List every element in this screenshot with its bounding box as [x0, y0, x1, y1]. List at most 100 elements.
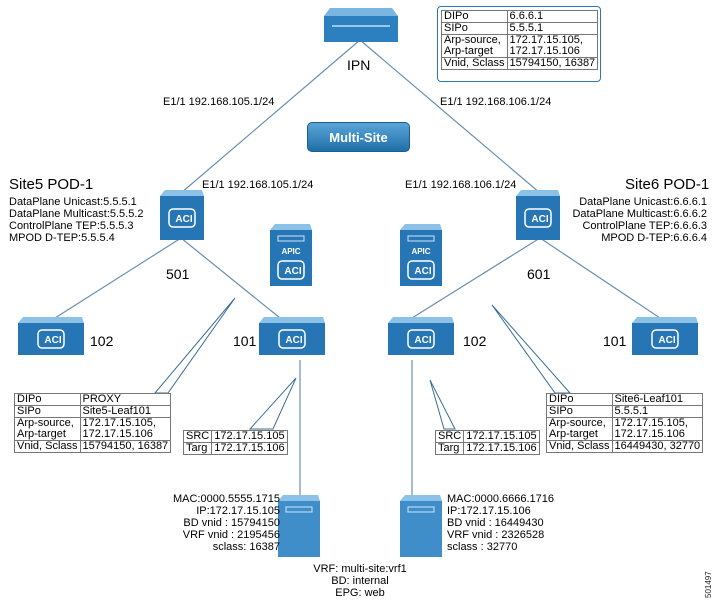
site6-line: DataPlane Multicast:6.6.6.2	[572, 208, 707, 220]
ipn-switch	[322, 6, 400, 44]
table-cell: Vnid, Sclass	[14, 440, 81, 453]
link-501-101	[180, 237, 281, 319]
link-ipn-spine601	[359, 39, 541, 194]
site5-line: ControlPlane TEP:5.5.5.3	[9, 220, 134, 232]
table-cell: Targ	[182, 442, 213, 455]
leaf-icon: ACI	[259, 317, 325, 355]
host6-line: MAC:0000.6666.1716	[447, 493, 555, 505]
host-site5-device	[278, 495, 320, 557]
table-cell: DIPo	[14, 393, 81, 406]
aci-label: ACI	[284, 266, 301, 277]
site6-info: DataPlane Unicast:6.6.6.1 DataPlane Mult…	[565, 196, 707, 244]
table-cell: 172.17.15.105, 172.17.15.106	[611, 417, 704, 441]
site5-line: DataPlane Multicast:5.5.5.2	[9, 208, 144, 220]
leaf-site6-102-device: ACI	[388, 317, 454, 355]
table-cell: 172.17.15.105, 172.17.15.106	[79, 417, 172, 441]
apic-label: APIC	[411, 247, 430, 256]
ipn-label: IPN	[347, 57, 371, 73]
aci-label: ACI	[658, 335, 675, 346]
aci-label: ACI	[414, 266, 431, 277]
table-cell: Targ	[434, 442, 465, 455]
table-cell: Arp-source, Arp-target	[546, 417, 613, 441]
host5-line: BD vnid : 15794150	[183, 517, 280, 529]
leaf-icon: ACI	[388, 317, 454, 355]
link-601-102	[411, 237, 541, 319]
table-cell: SRC	[182, 430, 213, 443]
host5-info: MAC:0000.5555.1715 IP:172.17.15.105 BD v…	[135, 493, 280, 553]
site5-title: Site5 POD-1	[9, 176, 94, 193]
table-cell: 15794150, 16387	[506, 57, 599, 70]
site6-leaf-101-label: 101	[603, 333, 627, 349]
host5-line: MAC:0000.5555.1715	[172, 493, 280, 505]
leaf-icon: ACI	[18, 317, 84, 355]
spine-icon: ACI	[516, 190, 560, 240]
multi-site-button[interactable]: Multi-Site	[307, 122, 410, 152]
vrf-info: VRF: multi-site:vrf1 BD: internal EPG: w…	[300, 563, 420, 599]
table-cell: 5.5.5.1	[611, 405, 704, 418]
table-cell: SIPo	[14, 405, 81, 418]
apic-icon: ACI APIC	[400, 224, 442, 286]
aci-label: ACI	[414, 335, 431, 346]
aci-label: ACI	[285, 335, 302, 346]
link-501-102	[54, 237, 182, 319]
figure-id: 501497	[704, 571, 713, 598]
spine-501-label: 501	[166, 266, 190, 282]
table-cell: Arp-source, Arp-target	[14, 417, 81, 441]
host5-line: sclass: 16387	[212, 541, 280, 553]
vrf-line: BD: internal	[331, 575, 389, 587]
site5-leaf-102-label: 102	[90, 333, 114, 349]
leaf-site5-101-device: ACI	[259, 317, 325, 355]
site6-line: ControlPlane TEP:6.6.6.3	[582, 220, 707, 232]
host6-line: VRF vnid : 2326528	[447, 529, 545, 541]
site5-leaf-101-label: 101	[233, 333, 257, 349]
ipn-switch-icon	[324, 8, 398, 42]
vrf-line: EPG: web	[335, 587, 385, 599]
host6-info: MAC:0000.6666.1716 IP:172.17.15.106 BD v…	[447, 493, 554, 553]
table-cell: SIPo	[546, 405, 613, 418]
spine-501-device: ACI	[160, 190, 204, 240]
table-cell: Site5-Leaf101	[79, 405, 172, 418]
table-cell: 172.17.15.105	[211, 430, 288, 443]
aci-label: ACI	[175, 214, 192, 225]
table-cell: 172.17.15.106	[211, 442, 288, 455]
connection-lines	[54, 39, 661, 495]
table-cell: 15794150, 16387	[79, 440, 172, 453]
link-ipn-spine501	[180, 39, 361, 194]
table-cell: Vnid, Sclass	[546, 440, 613, 453]
site5-line: DataPlane Unicast:5.5.5.1	[9, 196, 137, 208]
link-label-right-apic: E1/1 192.168.106.1/24	[405, 179, 517, 191]
host5-line: VRF vnid : 2195456	[182, 529, 280, 541]
aci-label: ACI	[531, 214, 548, 225]
link-label-right-ipn: E1/1 192.168.106.1/24	[440, 96, 552, 108]
host6-line: IP:172.17.15.106	[447, 505, 531, 517]
table-cell: DIPo	[546, 393, 613, 406]
spine-601-device: ACI	[516, 190, 560, 240]
host6-line: sclass : 32770	[447, 541, 518, 553]
table-cell: 16449430, 32770	[611, 440, 704, 453]
host5-line: IP:172.17.15.105	[196, 505, 280, 517]
leaf-site6-101-device: ACI	[632, 317, 698, 355]
site6-line: DataPlane Unicast:6.6.6.1	[579, 196, 707, 208]
site6-leaf-102-label: 102	[463, 333, 487, 349]
